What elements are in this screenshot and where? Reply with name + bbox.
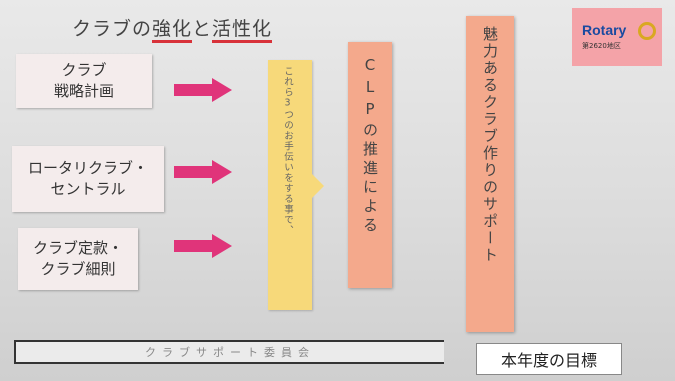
chevron-right-icon: [312, 174, 324, 198]
support-text: 魅力あるクラブ作りのサポート: [481, 26, 499, 264]
arrow-right-icon: [174, 78, 234, 102]
support-box: [466, 16, 514, 332]
club-bylaws-box: クラブ定款・ クラブ細則: [18, 228, 138, 290]
strategy-plan-box: クラブ 戦略計画: [16, 54, 152, 108]
rotary-wheel-icon: [638, 22, 656, 40]
clp-box: [348, 42, 392, 288]
rotary-club-central-box: ロータリクラブ・ セントラル: [12, 146, 164, 212]
arrow-right-icon: [174, 160, 234, 184]
intermediate-box: [268, 60, 312, 310]
slide-title: クラブの強化と活性化: [72, 14, 273, 43]
logo-district: 第2620地区: [582, 42, 621, 50]
logo-name: Rotary: [582, 22, 627, 38]
title-part-3: と: [192, 18, 213, 40]
rotary-logo: Rotary 第2620地区: [572, 8, 662, 66]
arrow-right-icon: [174, 234, 234, 258]
clp-text: CLPの推進による: [361, 56, 379, 236]
title-part-4: 活性化: [212, 18, 273, 43]
intermediate-text: これら3つのお手伝いをする事で、: [282, 66, 293, 236]
title-part-1: クラブの: [72, 18, 153, 40]
goal-label: 本年度の目標: [476, 343, 622, 375]
committee-strip: クラブサポート委員会: [14, 340, 444, 364]
title-part-2: 強化: [152, 18, 193, 43]
